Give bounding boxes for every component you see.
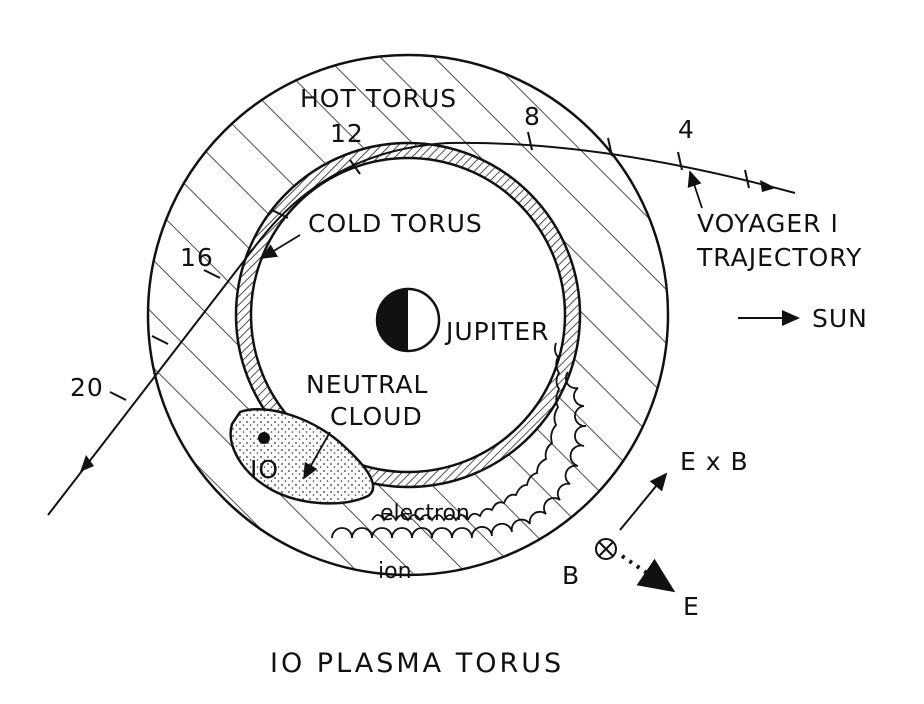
neutral-cloud-pointer [303, 431, 331, 480]
trajectory-tick-label: 12 [330, 119, 364, 148]
hot-torus-label: HOT TORUS [300, 84, 457, 113]
diagram-title: IO PLASMA TORUS [270, 648, 564, 679]
electron-label: electron [380, 501, 470, 526]
e-label: E [683, 592, 700, 621]
jupiter-label: JUPITER [444, 317, 550, 346]
e-field-arrow [620, 554, 676, 593]
exb-arrow [619, 472, 668, 531]
neutral-cloud-label-line1: NEUTRAL [306, 370, 428, 399]
io-dot [258, 432, 270, 444]
voyager-trajectory [47, 131, 796, 516]
b-label: B [562, 561, 580, 590]
ion-label: ion [378, 559, 412, 584]
trajectory-tick-label: 20 [70, 373, 104, 402]
cold-torus-label: COLD TORUS [308, 209, 483, 238]
trajectory-tick-label: 16 [180, 243, 214, 272]
trajectory-tick-label: 8 [524, 102, 541, 131]
trajectory-tick-label: 4 [678, 115, 695, 144]
io-label: IO [250, 455, 279, 484]
neutral-cloud [229, 408, 375, 505]
trajectory-arrow-icon-2 [80, 455, 94, 472]
sun-label: SUN [812, 304, 868, 333]
jupiter-icon [375, 287, 441, 353]
exb-label: E x B [680, 447, 749, 476]
voyager-pointer [687, 170, 703, 209]
ion-path [331, 371, 587, 539]
neutral-cloud-label-line2: CLOUD [330, 402, 423, 431]
b-field-into-page-icon [595, 538, 617, 560]
voyager-label-line1: VOYAGER I [697, 209, 839, 238]
trajectory-arrow-icon [760, 180, 776, 192]
electron-path [371, 342, 561, 522]
voyager-label-line2: TRAJECTORY [696, 243, 862, 272]
cold-torus-pointer [260, 234, 301, 259]
